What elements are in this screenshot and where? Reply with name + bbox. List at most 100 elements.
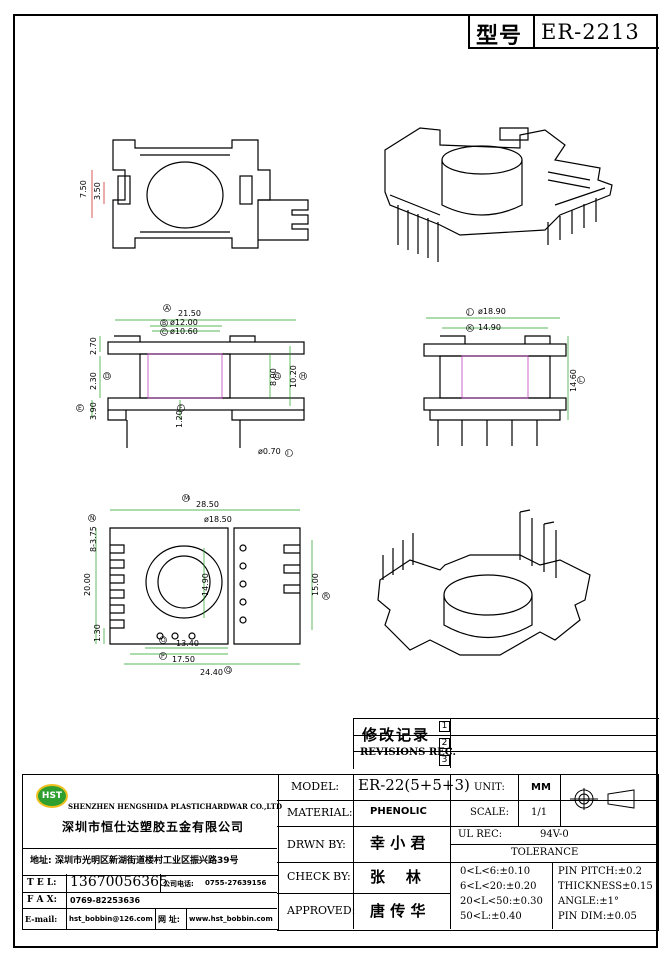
- svg-text:K: K: [468, 325, 473, 332]
- svg-text:D: D: [105, 373, 110, 380]
- tel-label: T E L:: [27, 878, 57, 888]
- drawing-sheet: [13, 14, 658, 948]
- revisions-block: [353, 718, 659, 769]
- web-label: 网 址:: [158, 915, 180, 924]
- tol-6: THICKNESS±0.15: [558, 881, 653, 892]
- address: 深圳市光明区新湖街道楼村工业区振兴路39号: [55, 856, 239, 866]
- model-label-cn: 型号: [476, 24, 523, 49]
- contact-block: [22, 874, 279, 930]
- model-divider: [533, 16, 535, 47]
- revisions-title-en: REVISIONS REC.: [360, 747, 457, 758]
- dim-v1-b: 3.50: [93, 182, 102, 200]
- iso-view-1: [384, 127, 613, 262]
- company-phone[interactable]: 0755-27639156: [205, 879, 267, 887]
- ul-value: 94V-0: [540, 829, 569, 840]
- svg-text:P: P: [161, 653, 165, 660]
- svg-text:R: R: [324, 593, 328, 600]
- address-label: 地址:: [30, 856, 52, 866]
- side-view: [423, 335, 567, 446]
- tol-1: 0<L<6:±0.10: [460, 866, 531, 877]
- unit-label: UNIT:: [474, 782, 505, 793]
- model-value: ER-2213: [541, 20, 640, 44]
- dim-v2-i: 10.20: [289, 365, 298, 388]
- svg-text:J: J: [467, 309, 470, 316]
- dim-v2-f: 3.90: [89, 402, 98, 420]
- fax-label: F A X:: [27, 895, 57, 905]
- check-value: 张 林: [370, 868, 421, 886]
- revision-number-3: 3: [439, 755, 450, 766]
- svg-text:L: L: [579, 377, 583, 384]
- tol-3: 20<L<50:±0.30: [460, 896, 543, 907]
- company-name-en: SHENZHEN HENGSHIDA PLASTICHARDWAR CO.,LT…: [68, 802, 283, 811]
- approved-value: 唐 传 华: [370, 902, 426, 920]
- model-label: MODEL:: [291, 780, 340, 793]
- scale-label: SCALE:: [470, 807, 510, 818]
- material-value: PHENOLIC: [370, 806, 427, 817]
- unit-value: MM: [531, 782, 551, 793]
- ul-label: UL REC:: [458, 829, 503, 840]
- dim-v4-i: 17.50: [172, 655, 195, 664]
- svg-text:E: E: [78, 405, 82, 412]
- tolerance-label: TOLERANCE: [511, 847, 579, 858]
- technical-drawing: 7.50 3.50 21.50 ø12.00 ø10.60 2.70 2.30 …: [76, 127, 613, 677]
- drawn-label: DRWN BY:: [287, 838, 346, 851]
- top-view: [112, 139, 309, 249]
- svg-text:I: I: [287, 450, 289, 457]
- svg-text:N: N: [90, 515, 95, 522]
- company-phone-label: 公司电话:: [163, 880, 194, 888]
- approved-label: APPROVED:: [287, 904, 356, 917]
- fax-value: 0769-82253636: [70, 896, 141, 905]
- email-value[interactable]: hst_bobbin@126.com: [69, 915, 153, 923]
- tol-5: PIN PITCH:±0.2: [558, 866, 642, 877]
- front-view: [107, 335, 305, 448]
- svg-text:G: G: [275, 373, 280, 380]
- dim-v4-j: 24.40: [200, 668, 223, 677]
- dim-v4-a: 28.50: [196, 500, 219, 509]
- scale-value: 1/1: [531, 807, 548, 818]
- dim-v2-a: 21.50: [178, 309, 201, 318]
- tol-2: 6<L<20:±0.20: [460, 881, 537, 892]
- dim-v3-c: 14.60: [569, 369, 578, 392]
- dim-v3-b: 14.90: [478, 323, 501, 332]
- dim-v2-e: 2.30: [89, 372, 98, 390]
- dim-v2-d: 2.70: [89, 337, 98, 355]
- svg-text:F: F: [179, 405, 183, 412]
- model-title-box: [468, 16, 659, 49]
- tel-value[interactable]: 13670056365: [70, 874, 168, 890]
- svg-text:H: H: [301, 373, 306, 380]
- iso-view-2: [377, 509, 591, 656]
- svg-text:M: M: [184, 495, 189, 502]
- company-name-cn: 深圳市恒仕达塑胶五金有限公司: [62, 820, 245, 834]
- info-table: [277, 774, 659, 931]
- dim-v4-e: 1.30: [93, 624, 102, 642]
- model-code: ER-22(5+5+3): [358, 776, 470, 794]
- svg-text:C: C: [162, 329, 166, 336]
- bottom-view: [109, 527, 301, 645]
- revisions-title-cn: 修改记录: [362, 726, 431, 744]
- dim-v3-a: ø18.90: [478, 307, 506, 316]
- dim-v4-h: 13.40: [176, 639, 199, 648]
- company-block: [22, 774, 279, 876]
- dim-v2-g: 1.20: [175, 410, 184, 428]
- svg-text:O: O: [161, 637, 166, 644]
- projection-symbol-icon: [570, 788, 635, 810]
- dim-v4-c: 8-3.75: [89, 526, 98, 552]
- dim-v2-j: ø0.70: [258, 447, 281, 456]
- tol-4: 50<L:±0.40: [460, 911, 522, 922]
- material-label: MATERIAL:: [287, 806, 353, 819]
- svg-text:A: A: [165, 305, 170, 312]
- email-label: E-mail:: [25, 914, 58, 924]
- revision-number-2: 2: [439, 738, 450, 749]
- dim-v4-d: 20.00: [83, 573, 92, 596]
- tol-8: PIN DIM:±0.05: [558, 911, 637, 922]
- check-label: CHECK BY:: [287, 870, 351, 883]
- web-value[interactable]: www.hst_bobbin.com: [189, 915, 273, 923]
- dim-v2-b: ø12.00: [170, 318, 198, 327]
- svg-text:B: B: [162, 320, 166, 327]
- svg-text:Q: Q: [226, 667, 231, 674]
- company-logo: HST: [36, 784, 68, 808]
- revision-number-1: 1: [439, 721, 450, 732]
- drawn-value: 幸 小 君: [370, 834, 426, 852]
- dim-v1-a: 7.50: [79, 180, 88, 198]
- dim-v2-c: ø10.60: [170, 327, 198, 336]
